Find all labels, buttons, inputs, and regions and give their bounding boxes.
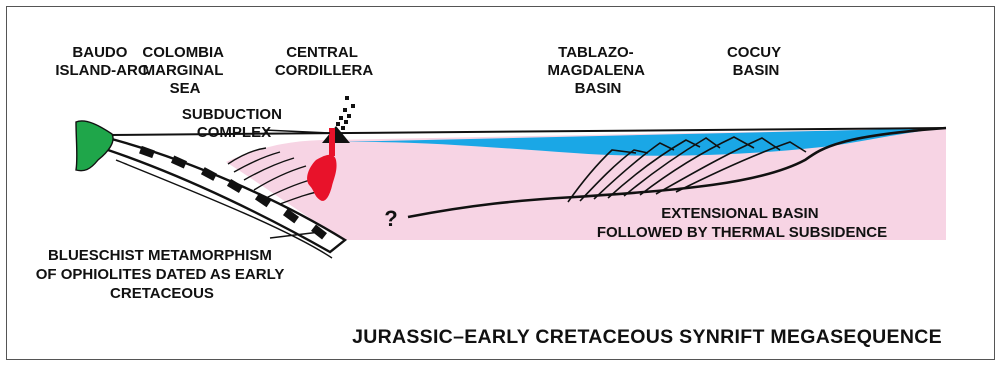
question-mark: ?	[384, 206, 397, 231]
label-colombia: COLOMBIA MARGINAL SEA	[142, 44, 227, 97]
label-baudo: BAUDO ISLAND-ARC	[55, 44, 148, 79]
label-tablazo-magdalena: TABLAZO- MAGDALENA BASIN	[547, 44, 648, 97]
island-arc-icon	[76, 121, 113, 171]
magma-conduit	[329, 128, 335, 156]
label-subduction-complex: SUBDUCTION COMPLEX	[182, 106, 286, 141]
label-blueschist: BLUESCHIST METAMORPHISM OF OPHIOLITES DA…	[36, 247, 289, 302]
figure-title: JURASSIC–EARLY CRETACEOUS SYNRIFT MEGASE…	[352, 326, 942, 348]
label-cocuy: COCUY BASIN	[727, 44, 785, 79]
label-central-cordillera: CENTRAL CORDILLERA	[275, 44, 373, 79]
